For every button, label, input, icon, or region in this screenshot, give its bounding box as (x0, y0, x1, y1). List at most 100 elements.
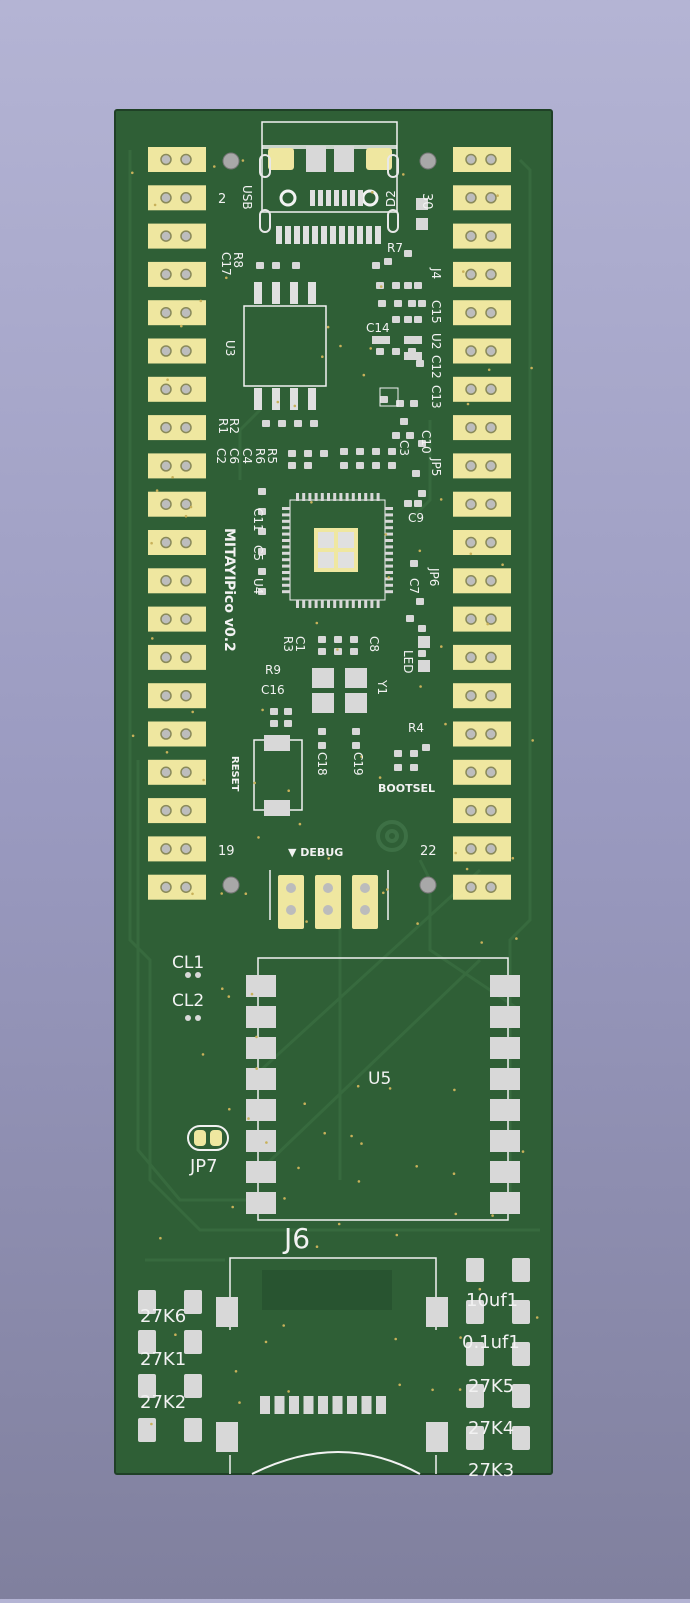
pin-pad (148, 223, 206, 249)
label-27k5: 27K5 (468, 1376, 514, 1397)
smd-pad (418, 440, 426, 447)
label-debug: ▼ DEBUG (288, 846, 343, 859)
smd-pad (392, 432, 400, 439)
label-r2: R2 (227, 418, 241, 434)
usb-pin (330, 226, 336, 244)
pin-hole (160, 383, 172, 396)
label-usb: USB (240, 185, 254, 210)
smd-pad (334, 648, 342, 655)
via (382, 891, 385, 895)
pin-hole (180, 345, 192, 357)
pin-pad (148, 606, 206, 632)
u5-pad (490, 1130, 520, 1152)
resistor-pad (184, 1418, 202, 1442)
pin-pad (453, 300, 511, 326)
pin-hole (485, 306, 497, 319)
smd-pad (392, 282, 400, 289)
pin-hole (465, 766, 477, 779)
cl-pads (185, 972, 201, 1021)
usb-pin (318, 190, 323, 206)
via (287, 789, 291, 792)
via (458, 1388, 462, 1391)
via (276, 400, 280, 404)
via (416, 922, 419, 925)
usb-pin (348, 226, 354, 244)
u4-pin (370, 493, 374, 501)
u5-pad (490, 1037, 520, 1059)
smd-pad (320, 450, 328, 457)
u4-pin (282, 545, 290, 549)
smd-pad (304, 450, 312, 457)
smd-pad (258, 528, 266, 535)
u4-pin (339, 493, 343, 501)
pin-hole (180, 613, 192, 625)
pin-pad (453, 338, 511, 364)
pin-hole (465, 383, 477, 396)
pin-pad (148, 185, 206, 211)
label-j6: J6 (282, 1222, 310, 1255)
smd-pad (378, 300, 386, 307)
via (515, 937, 518, 940)
via (202, 778, 205, 782)
via (452, 1172, 456, 1175)
pin-pad (453, 530, 511, 555)
smd-pad (318, 636, 326, 643)
via (440, 645, 443, 648)
label-jp5: JP5 (429, 457, 443, 476)
via (326, 325, 330, 329)
pin-hole (485, 383, 497, 396)
resistor-pad (512, 1300, 530, 1324)
via (293, 404, 297, 408)
pin-hole (485, 728, 497, 740)
via (189, 505, 193, 509)
u4-pin (385, 532, 393, 536)
via (171, 476, 174, 479)
pin-hole (160, 268, 172, 281)
pin-pad (453, 644, 511, 670)
label-27k2: 27K2 (140, 1392, 186, 1413)
resistor-pad (512, 1426, 530, 1450)
pin-hole (160, 306, 172, 319)
via (282, 1324, 286, 1327)
via (310, 501, 313, 504)
u5-pad (246, 1037, 276, 1059)
pin-hole (485, 153, 497, 166)
u4-pin (282, 513, 290, 517)
u4-pin (345, 600, 349, 608)
pin-pad (148, 491, 206, 517)
j6-sd-connector (216, 1257, 448, 1475)
via (327, 857, 331, 860)
via (220, 892, 223, 895)
pin-hole (485, 689, 497, 702)
debug-header (269, 870, 389, 929)
via (238, 1401, 241, 1404)
smd-pad (388, 462, 396, 469)
label-r1: R1 (216, 418, 230, 434)
via (419, 685, 422, 688)
u3-pin (272, 282, 280, 304)
label-0-1uf1: 0.1uf1 (462, 1332, 520, 1353)
via (283, 1197, 286, 1200)
pin-hole (465, 306, 477, 319)
u4-pin (314, 493, 318, 501)
pin-hole (465, 881, 477, 893)
resistor-pads (138, 1258, 530, 1450)
pin-pad (148, 759, 206, 785)
pin-pad (148, 530, 206, 555)
via (439, 498, 443, 501)
via (478, 1287, 482, 1291)
smd-pad (418, 650, 426, 657)
u4-pin (327, 493, 330, 501)
pin-pad (148, 644, 206, 670)
u4-pin (296, 600, 299, 608)
u4-pin (302, 600, 306, 608)
u4-pin (385, 571, 393, 574)
pin-label-2: 2 (218, 192, 226, 207)
u4-pin (345, 493, 349, 501)
pin-hole (180, 804, 192, 817)
via (253, 781, 256, 785)
via (371, 191, 374, 194)
pin-hole (180, 192, 192, 204)
via (321, 355, 324, 359)
